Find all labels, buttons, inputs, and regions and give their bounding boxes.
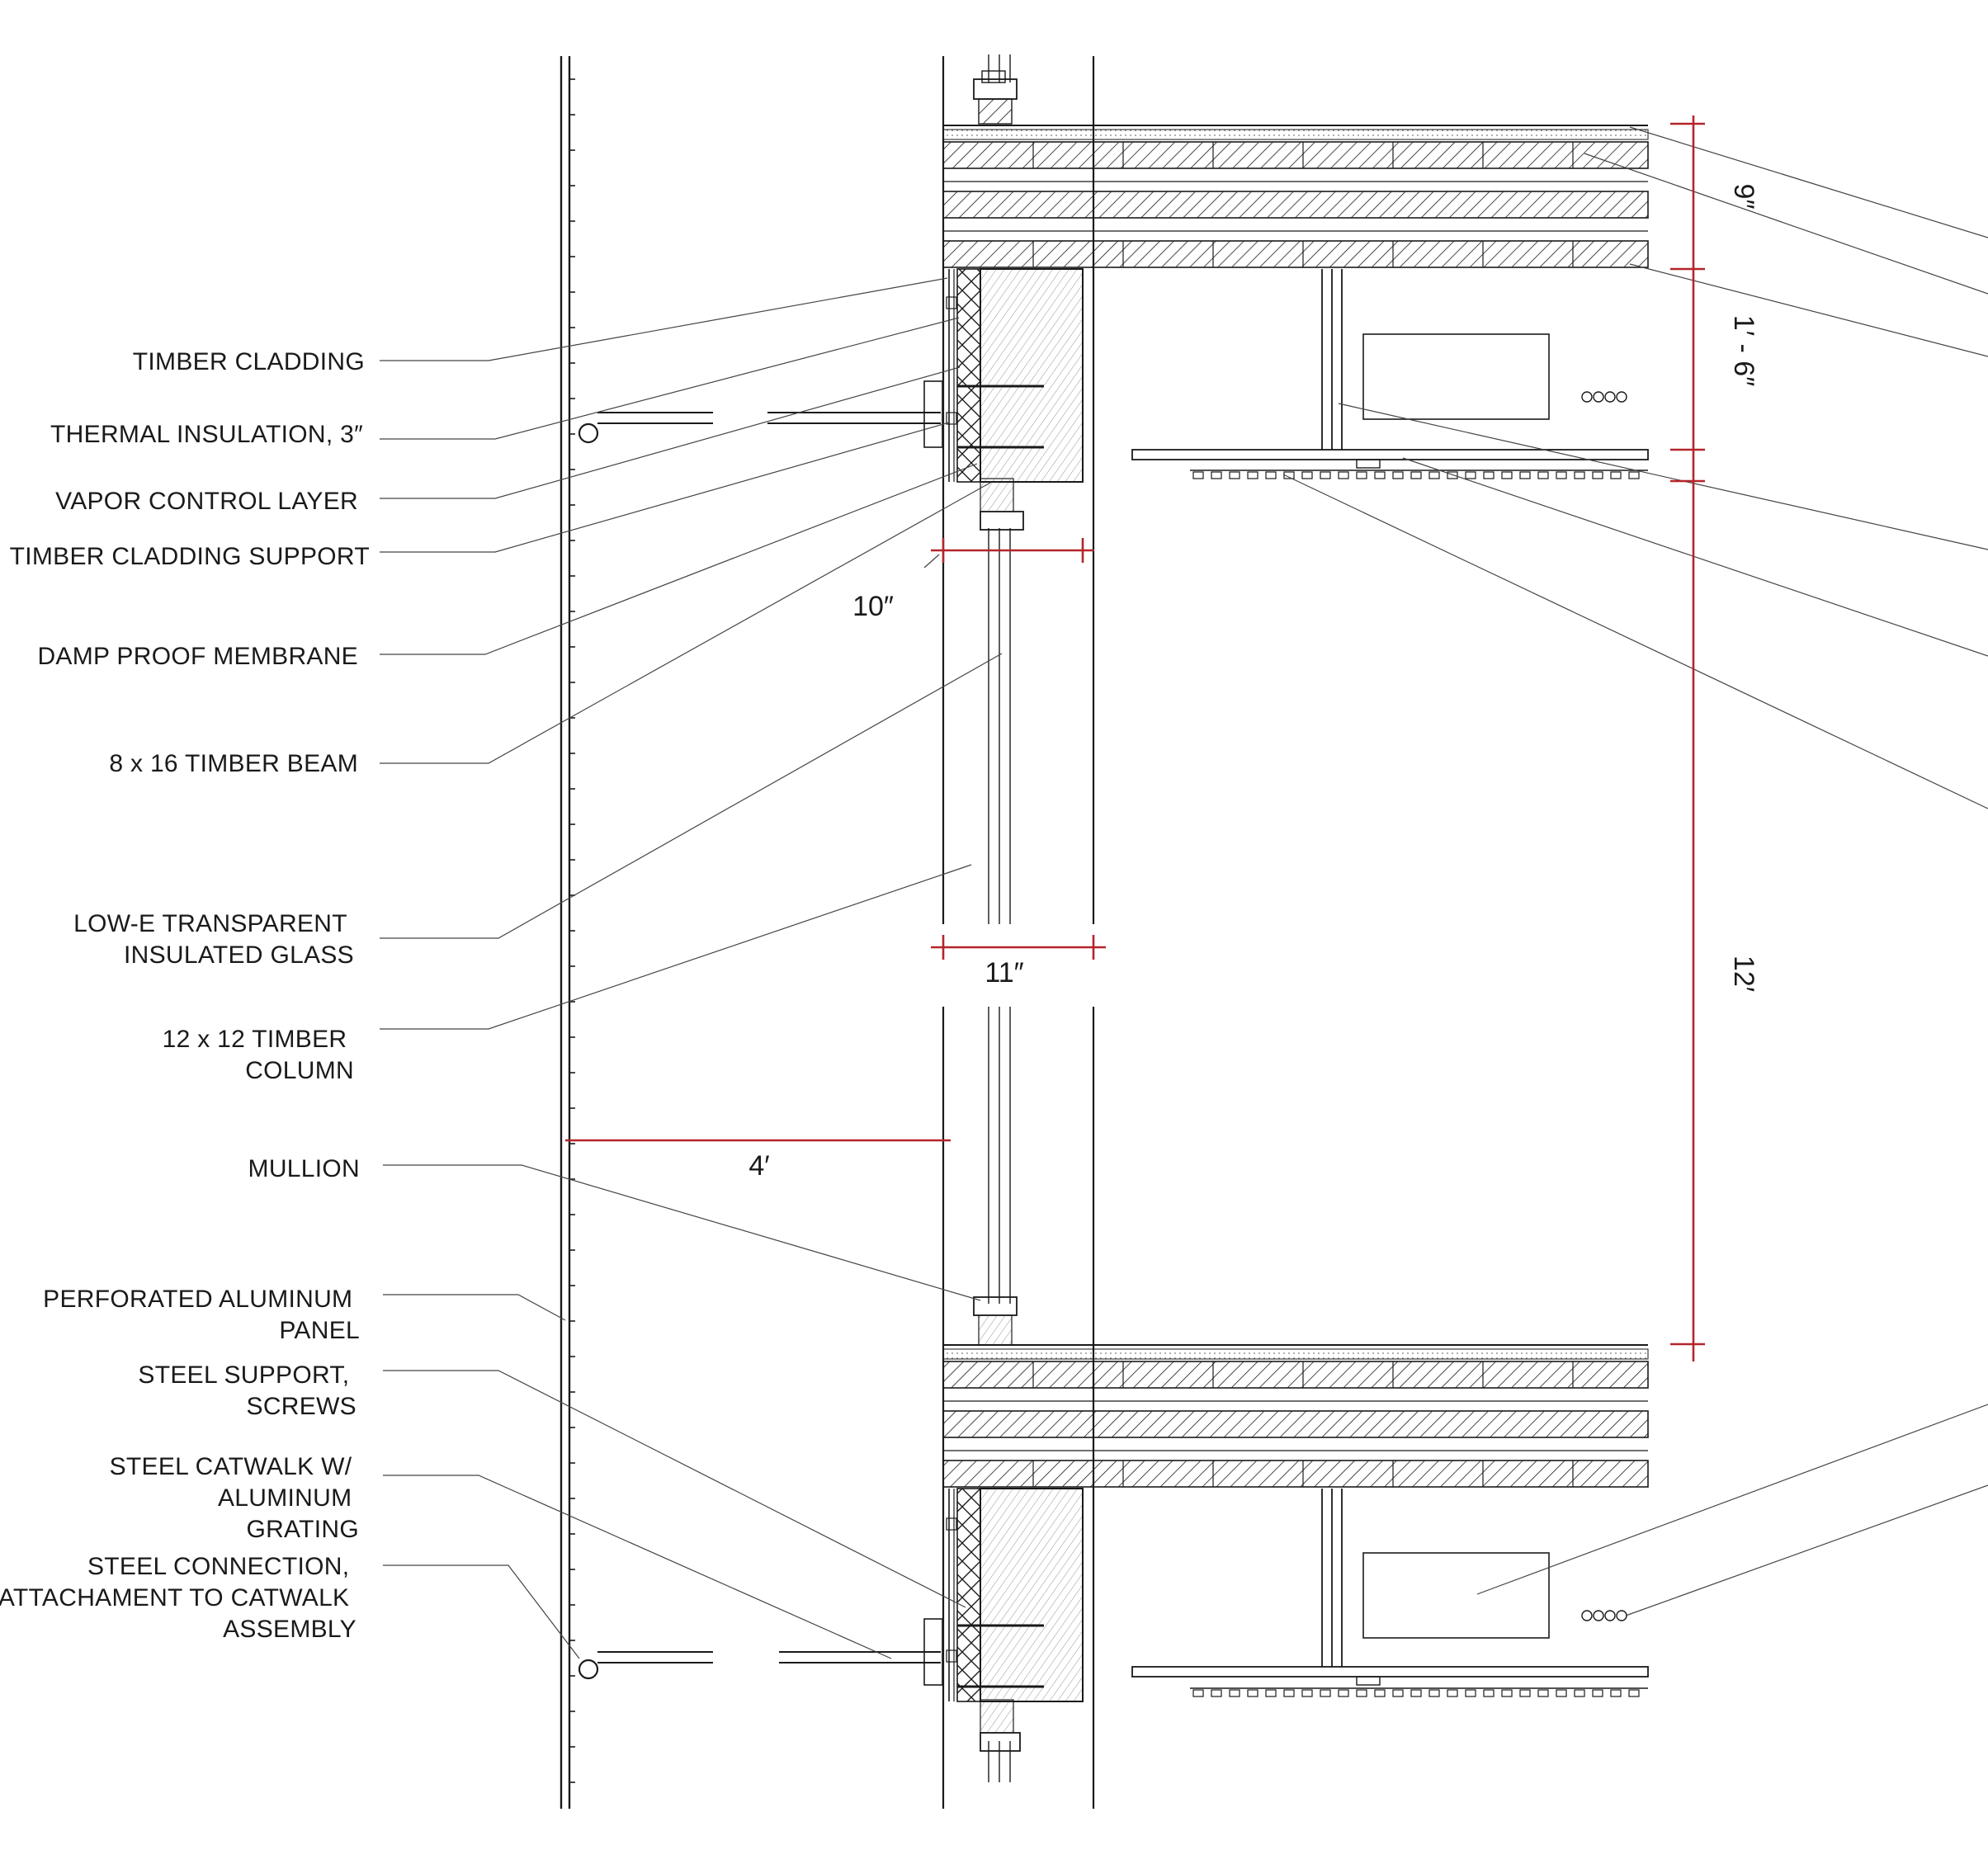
grating-bar [1374, 1689, 1386, 1697]
lower-catwalk [578, 1618, 943, 1686]
grating-bar [1592, 1689, 1603, 1697]
grating-bar [1428, 1689, 1440, 1697]
label-steel-support: STEEL SUPPORT, SCREWS [138, 1361, 357, 1420]
grating-bar [1356, 471, 1367, 479]
grating-bar [1556, 1689, 1567, 1697]
callout-labels: TIMBER CLADDING THERMAL INSULATION, 3″ V… [0, 348, 370, 1643]
grating-bar [1465, 1689, 1476, 1697]
grating-bar [1320, 471, 1331, 479]
grating-bar [1192, 471, 1204, 479]
grating-bar [1338, 471, 1349, 479]
grating-bar [1447, 471, 1458, 479]
grating-bar [1610, 1689, 1622, 1697]
lower-beam-assembly [946, 1488, 1084, 1702]
upper-ceiling-zone [1131, 269, 1649, 479]
grating-bar [1247, 471, 1258, 479]
upper-floor-slab [942, 125, 1649, 268]
dim-column-width: 11″ [985, 957, 1023, 989]
grating-bar [1265, 471, 1277, 479]
grating-bar [1392, 1689, 1404, 1697]
grating-bar [1628, 471, 1640, 479]
grating-bar [1556, 471, 1567, 479]
grating-bar [1537, 1689, 1549, 1697]
grating-bar [1211, 1689, 1222, 1697]
grating-bar [1374, 471, 1386, 479]
grating-bar [1610, 471, 1622, 479]
dimension-lines [565, 116, 1705, 1361]
label-timber-beam: 8 x 16 TIMBER BEAM [109, 750, 358, 777]
grating-bar [1483, 1689, 1495, 1697]
grating-bar [1211, 471, 1222, 479]
dim-beam-width: 10″ [852, 591, 894, 622]
label-perforated-panel: PERFORATED ALUMINUM PANEL [43, 1286, 360, 1344]
grating-bar [1192, 1689, 1204, 1697]
grating-bar [1301, 471, 1313, 479]
grating-bar [1519, 471, 1531, 479]
label-vapor-control-layer: VAPOR CONTROL LAYER [55, 488, 358, 515]
grating-bar [1410, 1689, 1422, 1697]
grating-bar [1519, 1689, 1531, 1697]
perforated-panel-drawing [560, 56, 575, 1809]
grating-bar [1537, 471, 1549, 479]
dim-catwalk-width: 4′ [748, 1150, 769, 1182]
grating-bar [1592, 471, 1603, 479]
grating-bar [1574, 471, 1585, 479]
dim-slab-depth: 9″ [1728, 184, 1759, 210]
grating-bar [1320, 1689, 1331, 1697]
lower-floor-slab [942, 1344, 1649, 1488]
grating-bar [1247, 1689, 1258, 1697]
grating-bar [1229, 471, 1240, 479]
label-timber-column: 12 x 12 TIMBER COLUMN [163, 1026, 354, 1084]
grating-bar [1447, 1689, 1458, 1697]
label-timber-cladding: TIMBER CLADDING [133, 348, 365, 375]
grating-bar [1574, 1689, 1585, 1697]
grating-bar [1265, 1689, 1277, 1697]
upper-beam-assembly [946, 268, 1084, 483]
grating-bar [1356, 1689, 1367, 1697]
leader-lines [380, 126, 1988, 1659]
grating-bar [1338, 1689, 1349, 1697]
lower-ceiling-zone [1131, 1489, 1649, 1697]
label-mullion: MULLION [248, 1155, 360, 1182]
grating-bar [1628, 1689, 1640, 1697]
grating-bar [1283, 1689, 1295, 1697]
mullion-drawing [973, 70, 1024, 1752]
grating-bar [1501, 1689, 1513, 1697]
dim-floor-height: 12′ [1728, 956, 1759, 992]
grating-bar [1465, 471, 1476, 479]
label-thermal-insulation: THERMAL INSULATION, 3″ [50, 421, 363, 448]
label-steel-connection: STEEL CONNECTION, ATTACHAMENT TO CATWALK… [0, 1553, 357, 1643]
grating-bar [1229, 1689, 1240, 1697]
grating-bar [1501, 471, 1513, 479]
label-damp-proof-membrane: DAMP PROOF MEMBRANE [37, 643, 358, 670]
label-low-e-glass: LOW-E TRANSPARENT INSULATED GLASS [73, 910, 354, 969]
glazing-drawing [988, 54, 1011, 1782]
upper-catwalk [578, 380, 943, 448]
grating-bar [1428, 471, 1440, 479]
grating-bar [1301, 1689, 1313, 1697]
label-timber-cladding-support: TIMBER CLADDING SUPPORT [10, 543, 370, 570]
label-steel-catwalk: STEEL CATWALK W/ ALUMINUM GRATING [110, 1453, 359, 1543]
grating-bar [1410, 471, 1422, 479]
grating-bar [1392, 471, 1404, 479]
grating-bar [1483, 471, 1495, 479]
dim-ceiling-zone: 1′ - 6″ [1728, 315, 1759, 386]
